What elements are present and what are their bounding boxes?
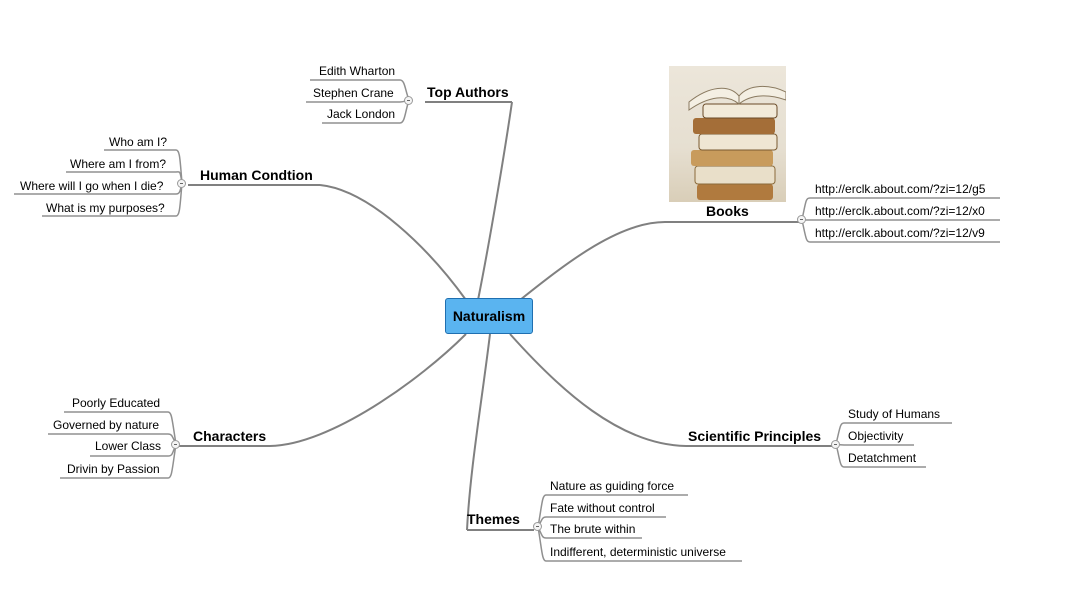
topic-themes[interactable]: Themes — [467, 511, 520, 527]
subtopic-jack-london[interactable]: Jack London — [327, 107, 396, 121]
subtopic-governed-by-nature[interactable]: Governed by nature — [53, 418, 160, 432]
central-topic-label: Naturalism — [452, 308, 526, 324]
subtopic-drivin-by-passion[interactable]: Drivin by Passion — [67, 462, 160, 476]
collapse-toggle-characters[interactable] — [171, 440, 180, 449]
topic-scientific-principles[interactable]: Scientific Principles — [688, 428, 822, 444]
subtopic-who-am-i[interactable]: Who am I? — [109, 135, 168, 149]
connector-human-condition — [319, 184, 467, 301]
subtopic-detatchment[interactable]: Detatchment — [848, 451, 917, 465]
books-stack-image — [669, 66, 786, 202]
subtopic-where-will-i-go[interactable]: Where will I go when I die? — [20, 179, 164, 193]
subtopic-the-brute-within[interactable]: The brute within — [550, 522, 636, 536]
collapse-toggle-books[interactable] — [797, 215, 806, 224]
subtopic-objectivity[interactable]: Objectivity — [848, 429, 904, 443]
collapse-toggle-top-authors[interactable] — [404, 96, 413, 105]
subtopic-indifferent-universe[interactable]: Indifferent, deterministic universe — [550, 545, 726, 559]
connector-characters — [269, 333, 467, 447]
subtopic-lower-class[interactable]: Lower Class — [95, 439, 162, 453]
collapse-toggle-human-condition[interactable] — [177, 179, 186, 188]
subtopic-what-is-my-purposes[interactable]: What is my purposes? — [46, 201, 165, 215]
subtopic-fate-without-control[interactable]: Fate without control — [550, 501, 655, 515]
central-topic-naturalism[interactable]: Naturalism — [445, 298, 533, 334]
connector-top-authors — [477, 101, 513, 301]
topic-top-authors[interactable]: Top Authors — [427, 84, 509, 100]
connector-scientific — [509, 333, 687, 447]
subtopic-poorly-educated[interactable]: Poorly Educated — [72, 396, 161, 410]
collapse-toggle-themes[interactable] — [533, 522, 542, 531]
subtopic-nature-as-guiding-force[interactable]: Nature as guiding force — [550, 479, 675, 493]
link-books-x0[interactable]: http://erclk.about.com/?zi=12/x0 — [815, 204, 985, 218]
connector-themes — [466, 333, 491, 531]
link-books-g5[interactable]: http://erclk.about.com/?zi=12/g5 — [815, 182, 986, 196]
topic-human-condition[interactable]: Human Condtion — [200, 167, 313, 183]
books-stack-photo-icon — [688, 86, 786, 200]
subtopic-edith-wharton[interactable]: Edith Wharton — [319, 64, 396, 78]
subtopic-where-am-i-from[interactable]: Where am I from? — [70, 157, 167, 171]
link-books-v9[interactable]: http://erclk.about.com/?zi=12/v9 — [815, 226, 985, 240]
topic-characters[interactable]: Characters — [193, 428, 267, 444]
collapse-toggle-scientific-principles[interactable] — [831, 440, 840, 449]
topic-books[interactable]: Books — [706, 203, 749, 219]
subtopic-study-of-humans[interactable]: Study of Humans — [848, 407, 941, 421]
connector-books — [519, 221, 666, 301]
subtopic-stephen-crane[interactable]: Stephen Crane — [313, 86, 394, 100]
